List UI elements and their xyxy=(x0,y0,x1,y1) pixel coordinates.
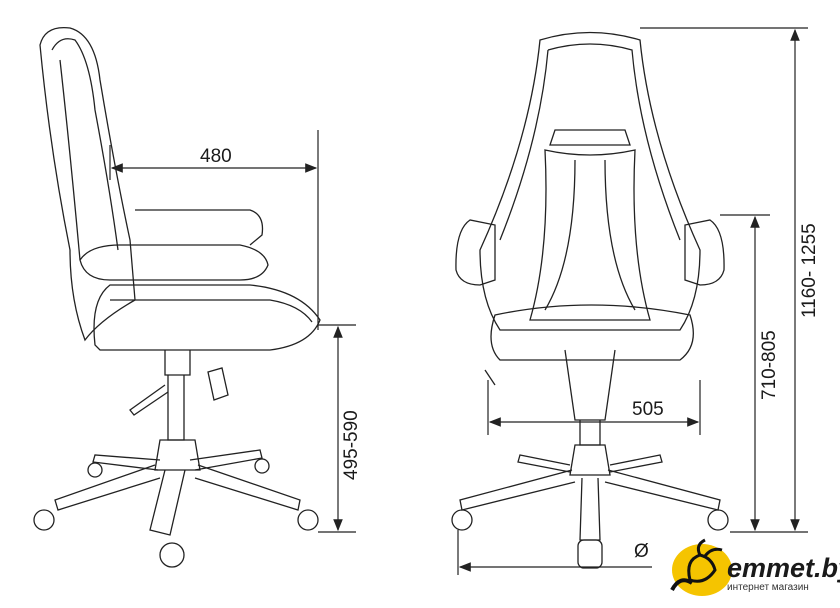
logo-text: emmet.by xyxy=(727,553,840,583)
dimension-width: 505 xyxy=(487,380,701,435)
logo-tagline: интернет магазин xyxy=(727,582,809,593)
logo-bee-icon xyxy=(672,544,732,596)
emmet-logo: emmet.by интернет магазин xyxy=(670,538,840,596)
dimension-depth: 480 xyxy=(109,130,319,330)
armrest-height-label: 710-805 xyxy=(759,330,780,400)
dimension-seat-height: 495-590 xyxy=(318,324,362,533)
total-height-label: 1160- 1255 xyxy=(799,223,820,318)
side-view-chair xyxy=(33,26,321,568)
dimension-armrest-height: 710-805 xyxy=(720,214,808,533)
depth-label: 480 xyxy=(200,146,232,167)
dimension-total-height: 1160- 1255 xyxy=(640,27,820,532)
dimension-base-diameter: Ø xyxy=(457,530,652,575)
base-diameter-label: Ø xyxy=(634,541,649,562)
width-label: 505 xyxy=(632,399,664,420)
front-view-chair xyxy=(451,31,729,569)
seat-height-label: 495-590 xyxy=(341,410,362,480)
